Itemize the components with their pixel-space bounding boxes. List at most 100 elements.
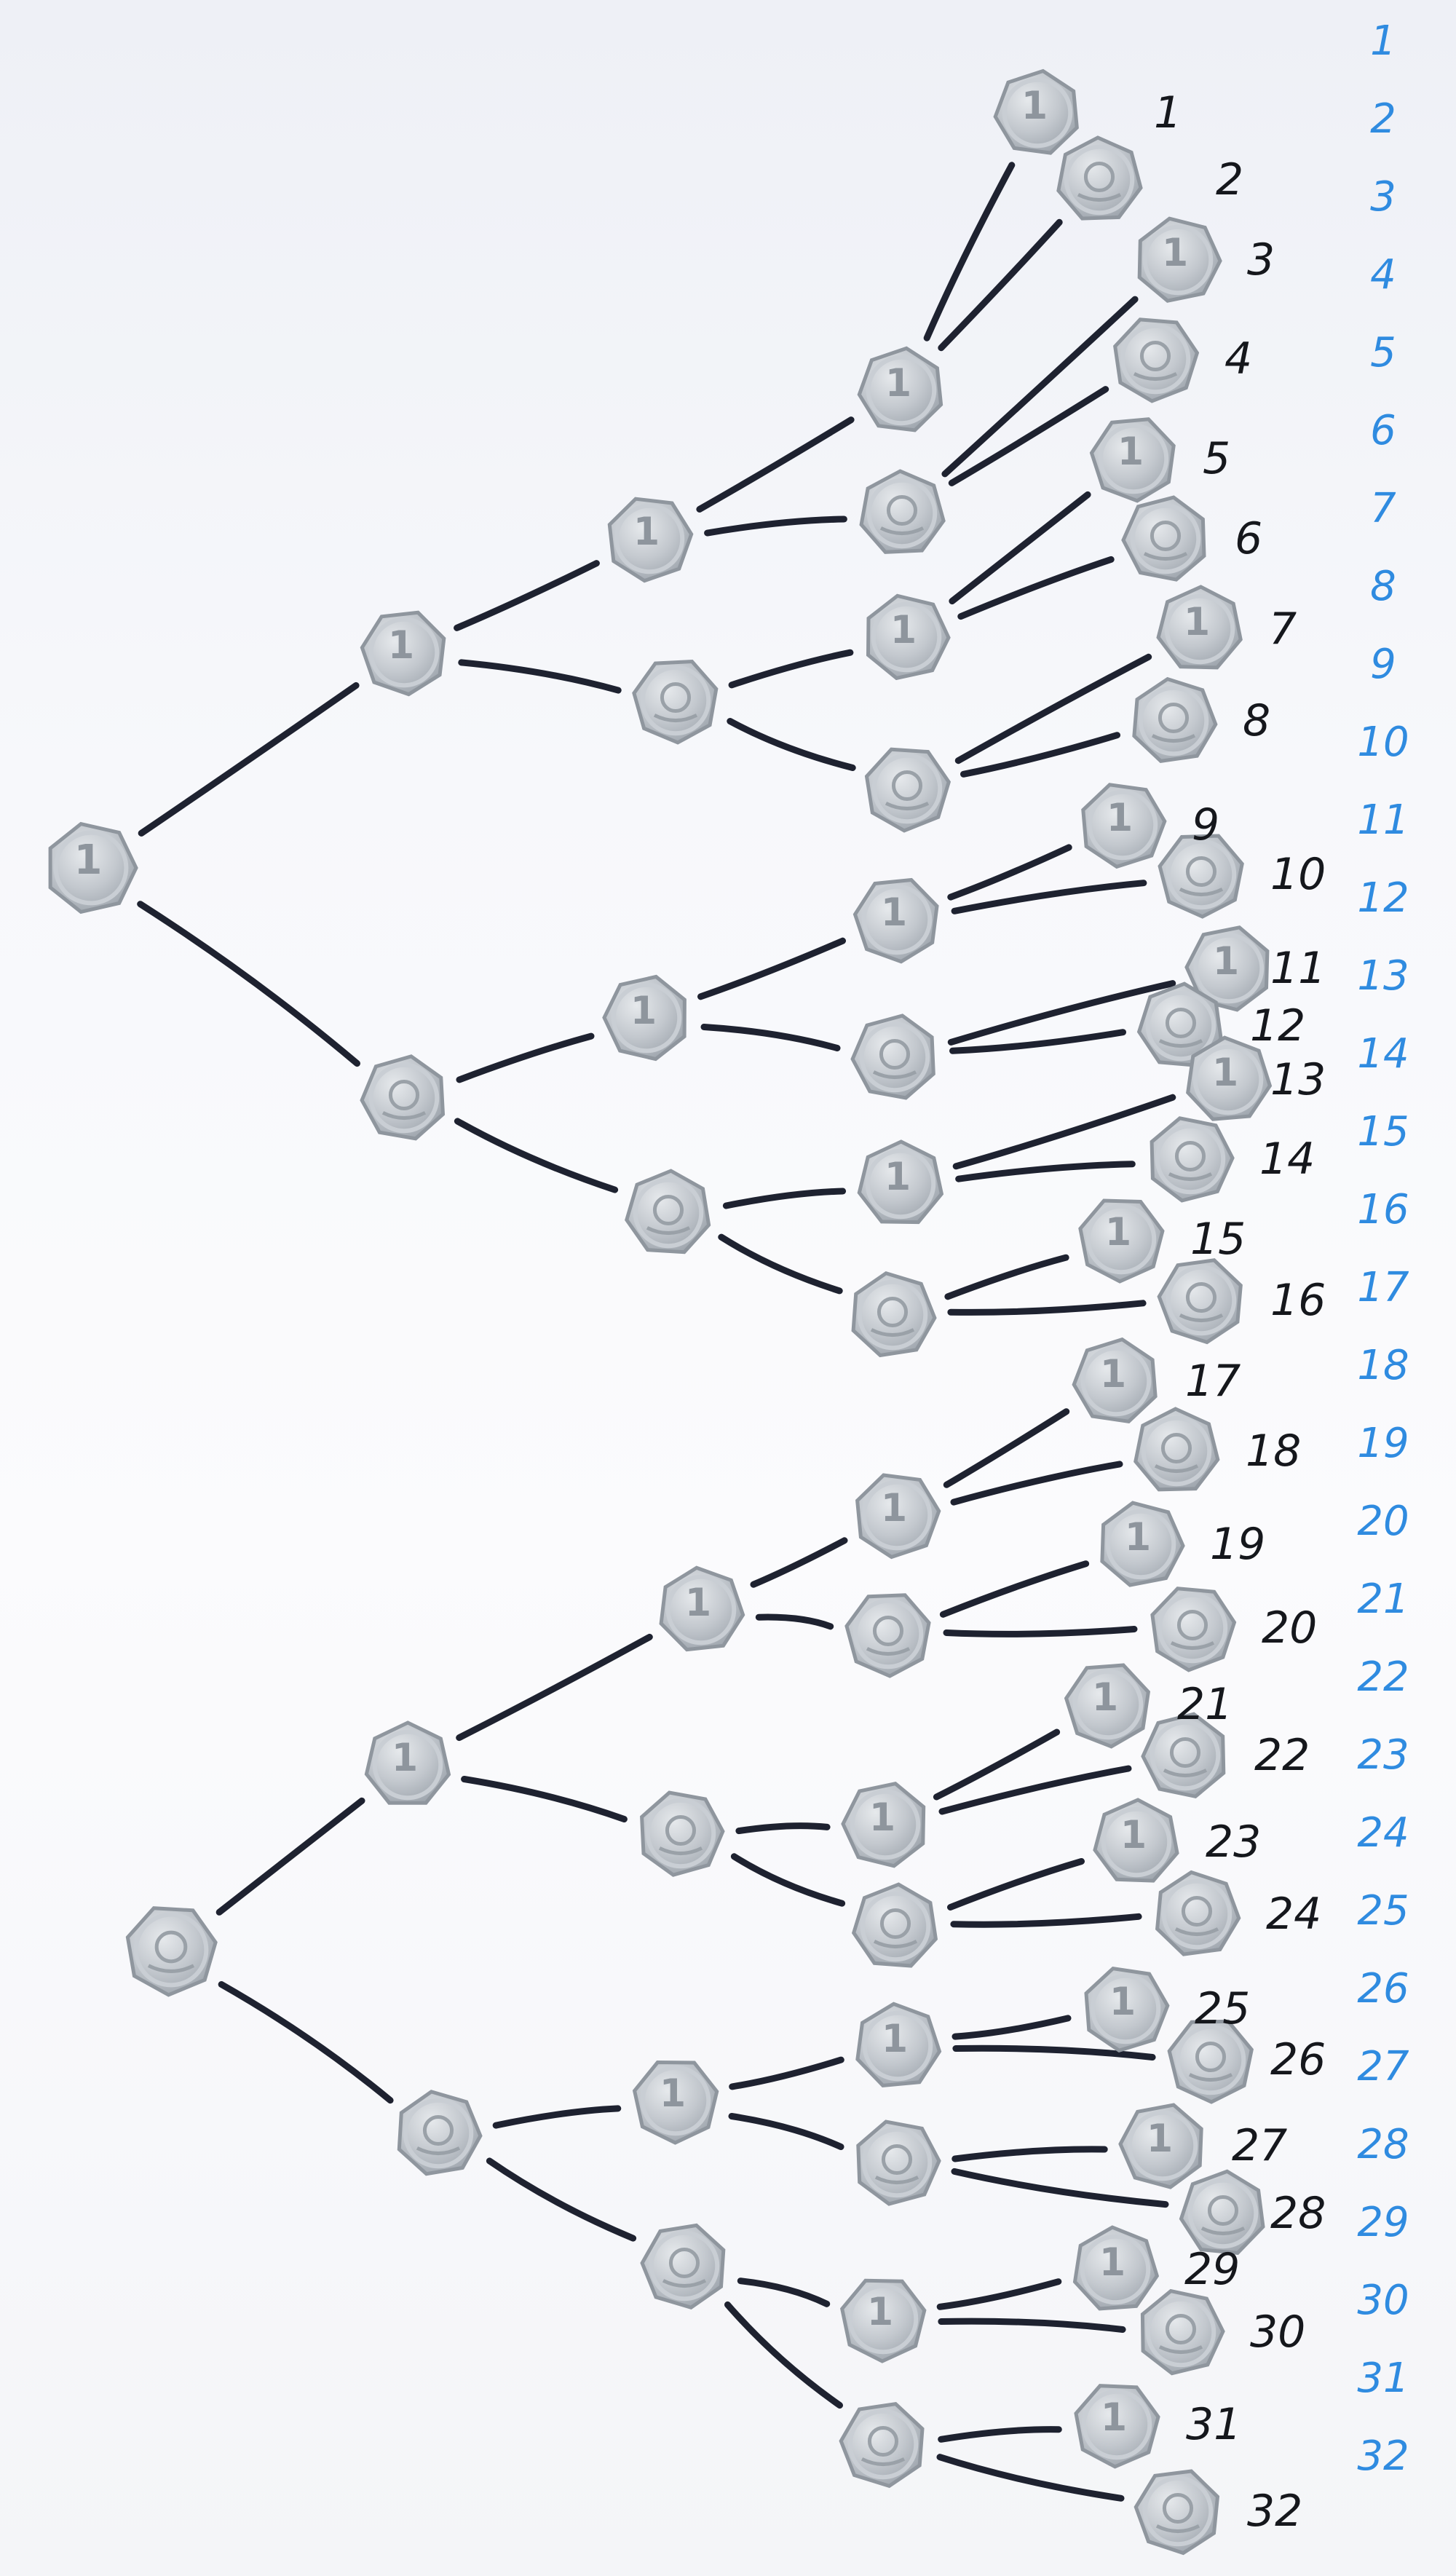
coin-level-2: [640, 1790, 725, 1877]
coin-leaf: [1150, 1587, 1237, 1672]
coin-level-3: 1: [841, 1782, 926, 1868]
blue-label: 11: [1357, 797, 1409, 844]
blue-label: 19: [1357, 1420, 1409, 1467]
coin-level-3: [856, 2119, 941, 2206]
branch-line: [454, 1118, 619, 1193]
branch-line: [938, 218, 1063, 352]
blue-label: 8: [1370, 563, 1396, 610]
black-label: 23: [1206, 1817, 1261, 1868]
blue-label: 15: [1357, 1108, 1409, 1155]
branch-line: [947, 1300, 1147, 1316]
coin-level-3: [844, 1593, 931, 1678]
blue-label: 2: [1370, 95, 1396, 143]
coin-value-mark: 1: [1021, 84, 1048, 128]
branch-line: [955, 1161, 1136, 1182]
coin-leaf: [1158, 834, 1244, 919]
branch-line: [730, 1853, 846, 1907]
branch-line: [215, 1797, 365, 1916]
branch-line: [458, 659, 622, 694]
coin-leaf: 1: [1186, 1035, 1273, 1121]
blue-label: 27: [1357, 2043, 1409, 2090]
blue-label: 28: [1357, 2121, 1409, 2168]
coin-value-mark: 1: [630, 989, 657, 1033]
coin-level-3: 1: [855, 1473, 941, 1560]
blue-label: 30: [1357, 2277, 1409, 2324]
tree-branch-lines: [137, 162, 1176, 2502]
coin-value-mark: 1: [633, 510, 660, 554]
coin-value-mark: 1: [1099, 2241, 1125, 2285]
coin-level-3: [851, 1271, 937, 1358]
branch-line: [947, 980, 1176, 1046]
branch-line: [697, 937, 846, 1000]
coin-level-2: [640, 2223, 726, 2310]
branch-line: [949, 1029, 1126, 1054]
blue-label: 3: [1370, 173, 1396, 221]
coin-leaf: [1133, 1407, 1220, 1492]
branch-line: [954, 653, 1152, 764]
coin-leaf: [1056, 135, 1143, 221]
coin-value-mark: 1: [660, 2072, 686, 2116]
coin-value-mark: 1: [1184, 601, 1210, 644]
coin-leaf: 1: [1078, 1198, 1165, 1284]
black-label: 15: [1190, 1214, 1246, 1265]
coin-level-3: [839, 2401, 925, 2489]
blue-label: 21: [1357, 1576, 1409, 1623]
coin-value-mark: 1: [1125, 1516, 1151, 1560]
black-label: 1: [1154, 87, 1182, 138]
blue-label: 22: [1357, 1654, 1409, 1701]
blue-label: 10: [1357, 719, 1409, 766]
coin-root-bottom: [125, 1906, 218, 1997]
coin-value-mark: 1: [1147, 2117, 1173, 2161]
blue-label: 20: [1357, 1498, 1409, 1545]
black-label: 5: [1203, 433, 1230, 484]
coin-leaf: 1: [1081, 783, 1167, 869]
branch-line: [936, 2454, 1125, 2502]
coin-value-mark: 1: [885, 362, 911, 406]
blue-label: 24: [1357, 1809, 1409, 1857]
coin-value-mark: 1: [1105, 1211, 1131, 1255]
coin-level-1: 1: [364, 1720, 451, 1805]
branch-line: [737, 2277, 831, 2307]
blue-label: 25: [1357, 1887, 1409, 1935]
coin-level-3: [864, 747, 951, 833]
coin-leaf: [1133, 2469, 1220, 2556]
coin-value-mark: 1: [890, 609, 917, 652]
coin-value-mark: 1: [1212, 1051, 1238, 1095]
coin-leaf: [1157, 1258, 1243, 1345]
coin-level-2: 1: [602, 974, 687, 1062]
coin-leaf: 1: [1084, 1966, 1170, 2053]
coin-leaf: 1: [1089, 417, 1176, 503]
coin-value-mark: 1: [1092, 1676, 1118, 1720]
coin-level-3: 1: [852, 877, 939, 964]
coin-value-mark: 1: [882, 2018, 908, 2061]
coin-leaf: 1: [1072, 2225, 1160, 2311]
branch-line: [456, 1633, 653, 1742]
branch-line: [718, 1233, 843, 1295]
black-label: 6: [1235, 513, 1262, 564]
coin-value-mark: 1: [1162, 232, 1188, 275]
branch-line: [755, 1613, 834, 1630]
black-label: 7: [1269, 604, 1297, 655]
branch-line: [735, 1822, 831, 1835]
black-label: 21: [1177, 1679, 1233, 1730]
branch-line: [729, 2056, 844, 2090]
blue-label: 6: [1370, 407, 1396, 454]
blue-label: 23: [1357, 1731, 1409, 1779]
branch-line: [461, 1776, 628, 1822]
coin-leaf: [1150, 1116, 1235, 1203]
coin-value-mark: 1: [1101, 2396, 1127, 2440]
coin-level-1: 1: [360, 610, 446, 697]
coin-level-2: [625, 1169, 711, 1255]
blue-label: 4: [1370, 251, 1396, 299]
coin-leaf: 1: [1118, 2103, 1203, 2189]
coin-level-2: [632, 659, 719, 745]
branch-line: [947, 1858, 1085, 1911]
branch-line: [960, 732, 1120, 778]
coin-level-3: 1: [866, 593, 951, 681]
coin-leaf: [1136, 981, 1223, 1067]
coin-level-3: [851, 1882, 938, 1968]
branch-line: [138, 681, 360, 837]
branch-line: [950, 1461, 1123, 1506]
branch-line: [722, 1188, 847, 1209]
